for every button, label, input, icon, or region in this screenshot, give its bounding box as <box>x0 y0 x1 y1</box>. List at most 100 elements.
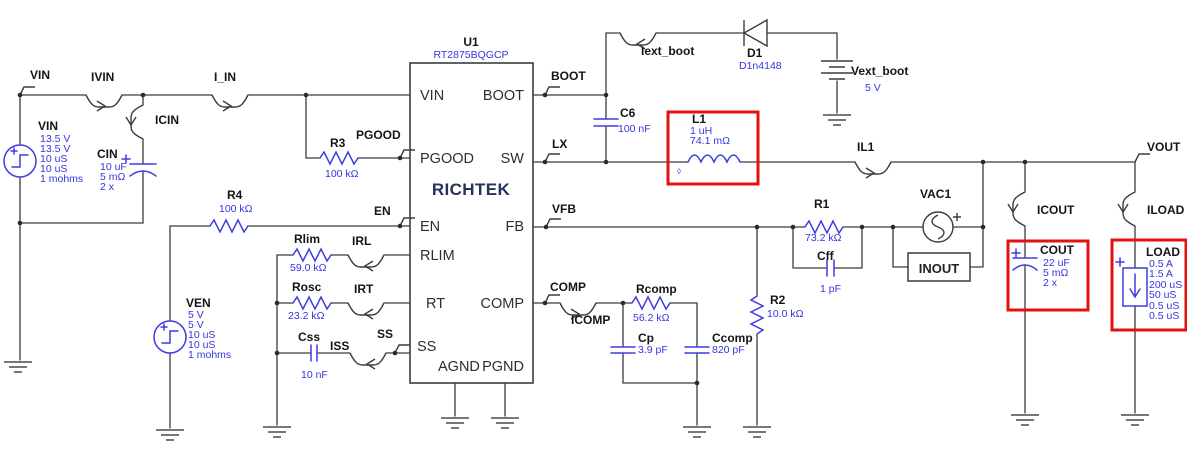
resistor-symbol[interactable] <box>631 296 671 310</box>
cap-cff[interactable]: Cff 1 pF <box>817 249 841 295</box>
ground-symbol[interactable] <box>3 361 33 373</box>
highlight-box-l1 <box>666 110 760 186</box>
probe-iload[interactable]: ILOAD <box>1117 191 1185 227</box>
probe-pgood[interactable]: PGOOD <box>356 128 416 159</box>
pin-rlim: RLIM <box>420 248 455 264</box>
component-name: Css <box>298 330 320 344</box>
res-rlim[interactable]: Rlim 59.0 kΩ <box>290 232 332 274</box>
probe-icomp[interactable]: ICOMP <box>559 302 610 327</box>
ground-symbol[interactable] <box>682 426 712 438</box>
voltage-source-symbol[interactable] <box>153 320 187 354</box>
cap-css[interactable]: Css 10 nF <box>298 330 328 381</box>
plus-sign <box>1115 257 1125 267</box>
load-source[interactable]: LOAD 0.5 A 1.5 A 200 uS 50 uS 0.5 uS 0.5… <box>1115 245 1182 322</box>
res-rosc[interactable]: Rosc 23.2 kΩ <box>288 280 332 322</box>
component-name: Cff <box>817 249 835 263</box>
cap-cin[interactable]: CIN 10 uF 5 mΩ 2 x <box>97 147 157 193</box>
probe-vfb[interactable]: VFB <box>545 202 576 228</box>
probe-ivin[interactable]: IVIN <box>85 70 123 112</box>
ground-symbol[interactable] <box>1120 414 1150 426</box>
source-name: Vext_boot <box>851 64 908 78</box>
inout-block[interactable]: INOUT <box>907 252 971 282</box>
probe-ss[interactable]: SS <box>377 327 411 354</box>
probe-boot[interactable]: BOOT <box>544 69 586 96</box>
current-probes: IVIN I_IN ICIN Iext_boot IL1 IRL IRT ISS… <box>85 32 1185 370</box>
cap-ccomp[interactable]: Ccomp 820 pF <box>684 331 753 356</box>
probe-irt[interactable]: IRT <box>347 282 385 320</box>
highlight-box-load <box>1110 238 1187 332</box>
vext-boot-battery[interactable]: Vext_boot 5 V <box>821 60 908 94</box>
resistor-symbol[interactable] <box>292 296 332 310</box>
resistor-symbol[interactable] <box>292 248 332 262</box>
probe-vout[interactable]: VOUT <box>1134 140 1181 163</box>
probe-vin[interactable]: VIN <box>19 68 50 96</box>
source-value: 13.5 V <box>40 133 70 145</box>
vac1-source[interactable]: VAC1 <box>920 187 961 243</box>
current-source-symbol[interactable] <box>1122 267 1148 307</box>
ground-symbol[interactable] <box>1010 414 1040 426</box>
ground-symbol[interactable] <box>742 426 772 438</box>
resistor-symbol[interactable] <box>209 219 249 233</box>
ven-source[interactable]: VEN 5 V 5 V 10 uS 10 uS 1 mohms <box>153 296 231 361</box>
ic-u1[interactable]: U1 RT2875BQGCP RICHTEK VIN BOOT PGOOD SW… <box>409 35 534 384</box>
wire <box>454 382 506 417</box>
probe-icin[interactable]: ICIN <box>125 104 179 140</box>
probe-label: ILOAD <box>1147 203 1185 217</box>
cap-cp[interactable]: Cp 3.9 pF <box>610 331 668 356</box>
probe-label: IRT <box>354 282 374 296</box>
component-value: 10 nF <box>301 369 328 381</box>
component-value: 820 pF <box>712 344 745 356</box>
ground-symbol[interactable] <box>440 417 470 429</box>
probe-i-in[interactable]: I_IN <box>211 70 249 112</box>
res-r1[interactable]: R1 73.2 kΩ <box>804 197 844 244</box>
component-value: 74.1 mΩ <box>690 135 730 147</box>
diode-d1[interactable]: D1 D1n4148 <box>739 18 782 72</box>
component-name: D1 <box>747 46 763 60</box>
probe-label: IL1 <box>857 140 875 154</box>
cap-c6[interactable]: C6 100 nF <box>593 106 651 135</box>
richtek-logo: RICHTEK <box>432 180 511 199</box>
source-value: 200 uS <box>1149 279 1182 291</box>
resistor-symbol[interactable] <box>749 295 765 335</box>
probe-icout[interactable]: ICOUT <box>1007 191 1075 227</box>
res-r4[interactable]: R4 100 kΩ <box>209 188 253 233</box>
inductor-symbol[interactable] <box>687 154 741 164</box>
resistor-symbol[interactable] <box>319 151 359 165</box>
junction-dots <box>17 92 1028 386</box>
probe-en[interactable]: EN <box>374 204 416 227</box>
probe-il1[interactable]: IL1 <box>854 140 892 179</box>
res-r3[interactable]: R3 100 kΩ <box>319 136 359 180</box>
capacitor-plates <box>610 346 636 354</box>
voltage-source-symbol[interactable] <box>3 144 37 178</box>
probe-label: SS <box>377 327 393 341</box>
inout-body[interactable] <box>907 252 971 282</box>
ground-symbol[interactable] <box>155 429 185 441</box>
ic-body[interactable] <box>409 62 534 384</box>
wire <box>622 302 698 426</box>
highlight-box-cout <box>1006 239 1090 312</box>
probe-iss[interactable]: ISS <box>330 339 387 370</box>
res-r2[interactable]: R2 10.0 kΩ <box>749 293 804 335</box>
probe-lx[interactable]: LX <box>544 137 567 163</box>
ground-symbol[interactable] <box>262 426 292 438</box>
cap-cout[interactable]: COUT 22 uF 5 mΩ 2 x <box>1011 243 1075 289</box>
probe-iext-boot[interactable]: Iext_boot <box>619 32 694 58</box>
wire <box>305 94 411 159</box>
component-name: CIN <box>97 147 118 161</box>
vin-source[interactable]: VIN 13.5 V 13.5 V 10 uS 10 uS 1 mohms <box>3 119 83 185</box>
probe-label: ICOUT <box>1037 203 1075 217</box>
ground-symbol[interactable] <box>490 417 520 429</box>
pin-comp: COMP <box>481 296 525 312</box>
source-value: 1.5 A <box>1149 268 1173 280</box>
pin-fb: FB <box>505 219 524 235</box>
ground-symbol[interactable] <box>822 114 852 126</box>
source-value: 1 mohms <box>40 173 83 185</box>
component-value: 2 x <box>1043 277 1058 289</box>
ac-source-symbol[interactable] <box>922 211 954 243</box>
res-rcomp[interactable]: Rcomp 56.2 kΩ <box>631 282 677 324</box>
ind-l1[interactable]: L1 1 uH 74.1 mΩ ◊ <box>677 112 741 176</box>
probe-label: EN <box>374 204 391 218</box>
probe-irl[interactable]: IRL <box>347 234 385 272</box>
probe-comp[interactable]: COMP <box>544 280 586 304</box>
